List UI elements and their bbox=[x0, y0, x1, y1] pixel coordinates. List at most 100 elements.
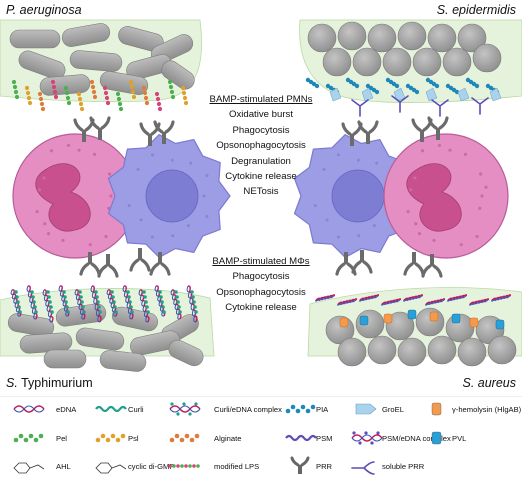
legend: eDNA Curli Curli/eDNA complex PIA GroEL γ-hem… bbox=[0, 395, 522, 484]
matrix-curli-edna bbox=[74, 289, 86, 320]
coccus-bacterium bbox=[322, 47, 352, 77]
rod-bacterium bbox=[75, 327, 125, 351]
gamma-hemolysin-icon bbox=[431, 402, 442, 416]
psm-icon bbox=[285, 434, 317, 442]
alginate-icon bbox=[169, 433, 200, 443]
coccus-bacterium bbox=[427, 335, 457, 365]
matrix-pvl bbox=[495, 319, 505, 330]
macrophage-vesicle bbox=[205, 214, 209, 218]
curli-icon bbox=[95, 405, 127, 413]
matrix-curli bbox=[158, 290, 166, 314]
legend-label: AHL bbox=[56, 462, 71, 471]
pmn-response-item: NETosis bbox=[243, 186, 279, 198]
macrophage-response-box: BAMP-stimulated MΦs Phagocytosis Opsonop… bbox=[186, 254, 336, 316]
macrophage-nucleus bbox=[145, 169, 199, 223]
species-initial: S. bbox=[6, 376, 18, 390]
matrix-curli-edna bbox=[90, 285, 102, 323]
legend-label: PSM bbox=[316, 434, 332, 443]
neutrophil-granule bbox=[92, 152, 97, 156]
matrix-psm-edna bbox=[359, 294, 380, 302]
immune-cells-layer bbox=[12, 133, 509, 259]
macrophage-vesicle bbox=[189, 161, 193, 165]
matrix-curli bbox=[14, 290, 22, 314]
species-label-top-right: S. epidermidis bbox=[436, 3, 516, 17]
coccus-bacterium bbox=[382, 47, 412, 77]
macrophage-vesicle bbox=[205, 174, 209, 178]
macrophage-vesicle bbox=[150, 153, 154, 157]
legend-entry: eDNA bbox=[13, 405, 77, 414]
neutrophil-granule bbox=[43, 222, 47, 226]
neutrophil-granule bbox=[42, 176, 46, 180]
neutrophil-granule bbox=[478, 172, 483, 176]
neutrophil-granule bbox=[432, 238, 436, 243]
legend-entry: PIA bbox=[285, 404, 329, 414]
macrophage-vesicle bbox=[150, 235, 154, 239]
matrix-curli bbox=[62, 290, 70, 314]
macrophage-vesicle bbox=[357, 234, 361, 238]
matrix-pia bbox=[365, 83, 380, 95]
matrix-hemolysin bbox=[339, 317, 349, 328]
soluble-prr bbox=[431, 99, 449, 117]
edna-icon bbox=[13, 405, 45, 413]
legend-entry: Curli/eDNA complex bbox=[169, 402, 282, 416]
legend-entry: PSM bbox=[285, 434, 332, 443]
rod-bacterium bbox=[18, 50, 66, 80]
matrix-polysaccharide bbox=[102, 85, 111, 106]
macrophage-vesicle bbox=[375, 161, 379, 165]
matrix-curli bbox=[30, 290, 38, 314]
legend-entry: GroEL bbox=[355, 403, 404, 415]
prr-receptor bbox=[97, 254, 119, 278]
matrix-polysaccharide bbox=[89, 79, 98, 100]
neutrophil-granule bbox=[408, 188, 413, 192]
macrophage-vesicle bbox=[322, 167, 326, 171]
legend-entry: γ-hemolysin (HlgAB) bbox=[431, 402, 522, 416]
macrophage-response-item: Cytokine release bbox=[225, 302, 297, 314]
macrophage-vesicle bbox=[336, 153, 340, 157]
macrophage-right bbox=[293, 134, 417, 258]
coccus-bacterium bbox=[367, 23, 397, 53]
matrix-psm-edna bbox=[425, 298, 446, 306]
legend-label: γ-hemolysin (HlgAB) bbox=[452, 405, 522, 414]
legend-label: soluble PRR bbox=[382, 462, 425, 471]
matrix-polysaccharide bbox=[154, 91, 163, 112]
legend-label: PSM/eDNA complex bbox=[382, 434, 451, 443]
matrix-polysaccharide bbox=[141, 85, 150, 106]
legend-label: PIA bbox=[316, 405, 329, 414]
neutrophil-right bbox=[383, 133, 509, 259]
coccus-bacterium bbox=[307, 23, 337, 53]
matrix-polysaccharide bbox=[76, 91, 85, 112]
neutrophil-granule bbox=[420, 149, 425, 153]
macrophage-vesicle bbox=[136, 167, 140, 171]
rod-bacterium bbox=[9, 29, 61, 49]
curli-edna-complex-icon bbox=[169, 402, 201, 416]
legend-entry: PVL bbox=[431, 431, 466, 445]
matrix-curli-edna bbox=[42, 289, 54, 323]
neutrophil-granule bbox=[448, 148, 452, 152]
matrix-psm-edna bbox=[315, 294, 336, 302]
neutrophil-granule bbox=[417, 232, 422, 236]
prr-receptor bbox=[149, 252, 171, 276]
legend-label: Pel bbox=[56, 434, 67, 443]
matrix-pia bbox=[405, 83, 420, 95]
matrix-curli-edna bbox=[122, 285, 134, 320]
matrix-hemolysin bbox=[383, 313, 393, 324]
matrix-polysaccharide bbox=[11, 79, 20, 100]
macrophage-left bbox=[107, 134, 231, 258]
macrophage-vesicle bbox=[336, 235, 340, 239]
pvl-icon bbox=[431, 431, 442, 445]
soluble-prr-icon bbox=[351, 461, 375, 475]
legend-label: eDNA bbox=[56, 405, 77, 414]
macrophage-vesicle bbox=[171, 234, 175, 238]
matrix-polysaccharide bbox=[50, 79, 59, 100]
coccus-bacterium bbox=[397, 21, 427, 51]
neutrophil-granule bbox=[484, 185, 488, 189]
macrophage-vesicle bbox=[186, 224, 190, 228]
macrophage-response-title: BAMP-stimulated MΦs bbox=[212, 256, 310, 267]
neutrophil-granule bbox=[480, 194, 484, 198]
neutrophil-granule bbox=[109, 194, 113, 198]
matrix-pia bbox=[465, 77, 480, 89]
neutrophil-granule bbox=[88, 243, 92, 247]
legend-label: Curli bbox=[128, 405, 144, 414]
neutrophil-granule bbox=[459, 243, 463, 247]
neutrophil-granule bbox=[463, 152, 468, 156]
